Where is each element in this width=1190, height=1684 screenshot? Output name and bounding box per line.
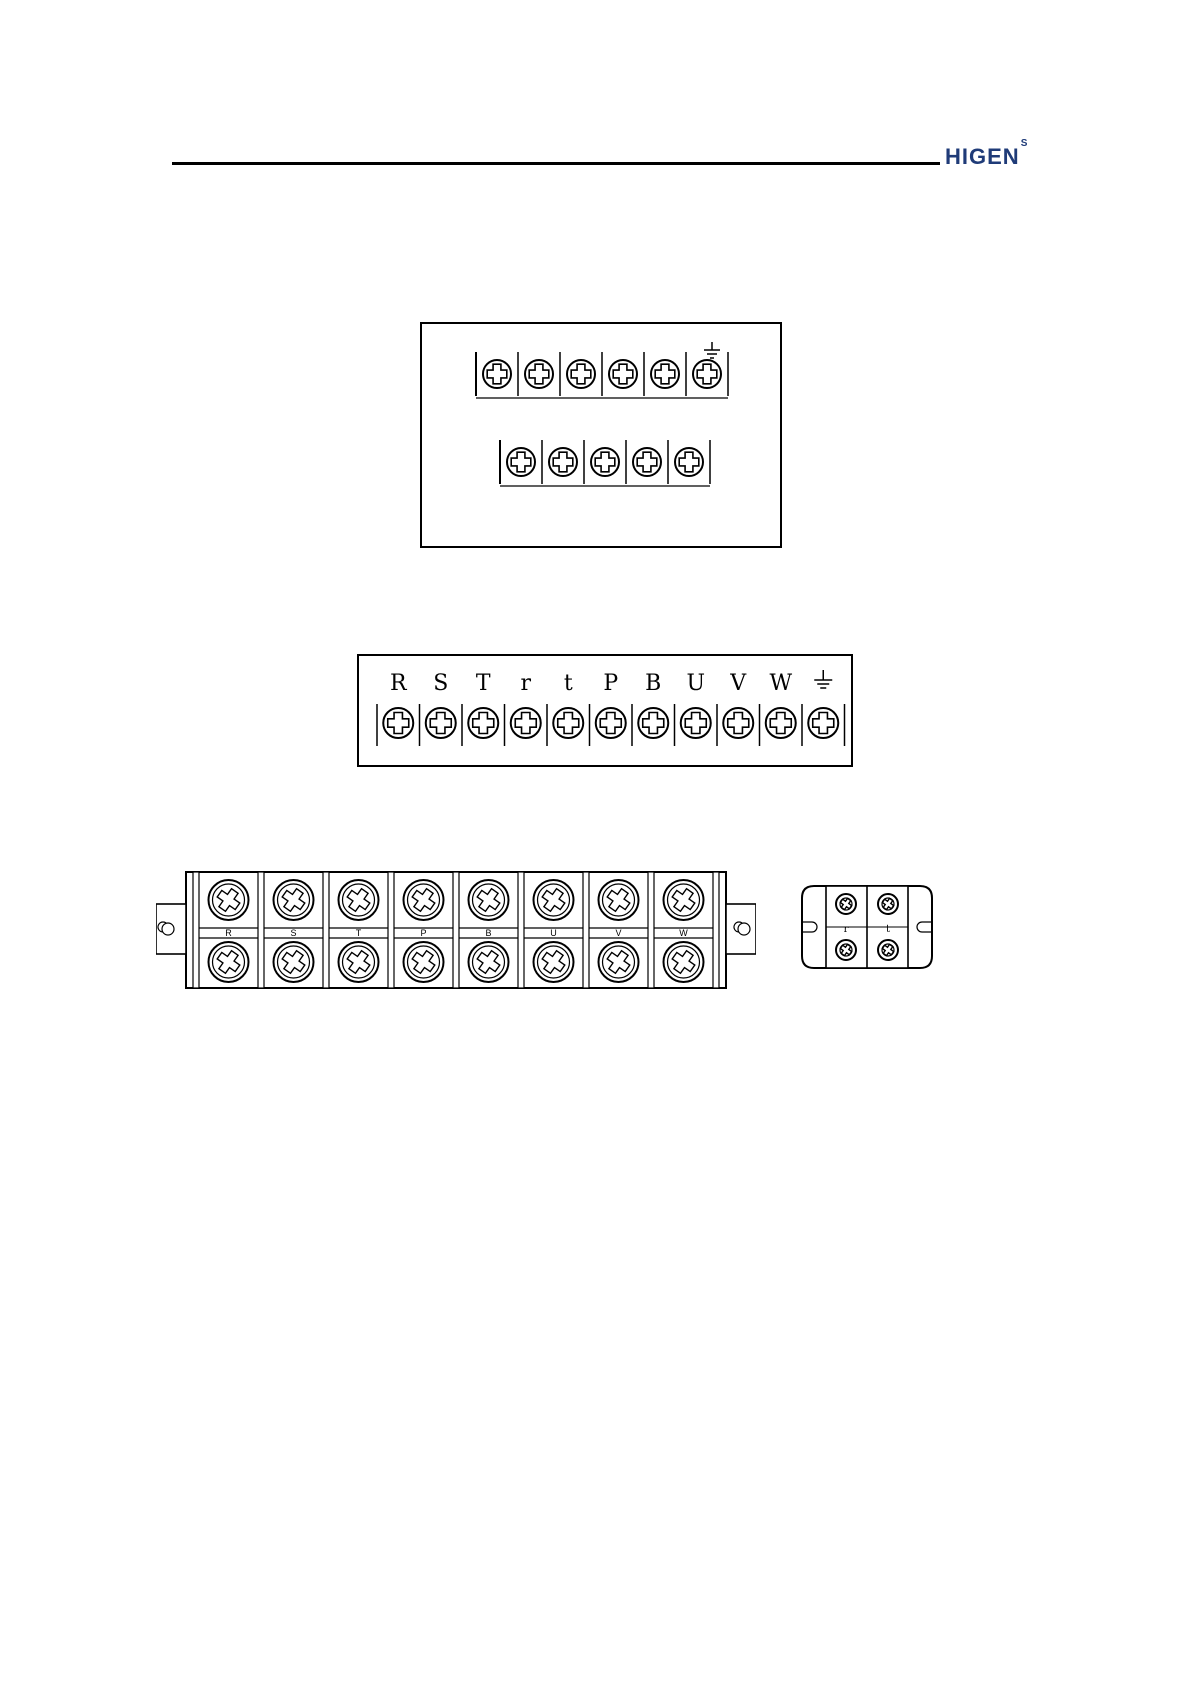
terminal-label: B bbox=[645, 671, 661, 696]
terminal-label: t bbox=[564, 671, 573, 696]
screw-terminal bbox=[766, 708, 796, 738]
header-rule bbox=[172, 162, 940, 165]
terminal-label: B bbox=[485, 928, 491, 938]
barrier-screw-top bbox=[274, 880, 314, 920]
screw-terminal bbox=[511, 708, 541, 738]
brand-logo: HIGENS bbox=[945, 146, 1028, 168]
screw-terminal bbox=[468, 708, 498, 738]
terminal-label: S bbox=[290, 928, 296, 938]
terminal-label: T bbox=[356, 928, 362, 938]
screw-terminal bbox=[681, 708, 711, 738]
control-screw-top bbox=[836, 894, 856, 914]
screw-terminal bbox=[567, 360, 595, 388]
screw-terminal bbox=[383, 708, 413, 738]
barrier-screw-bottom bbox=[599, 942, 639, 982]
barrier-screw-top bbox=[534, 880, 574, 920]
barrier-screw-top bbox=[469, 880, 509, 920]
screw-terminal bbox=[507, 448, 535, 476]
terminal-label: P bbox=[603, 671, 618, 696]
barrier-screw-top bbox=[664, 880, 704, 920]
terminal-label: U bbox=[686, 671, 705, 696]
logo-text: HIGEN bbox=[945, 144, 1020, 169]
control-screw-bottom bbox=[878, 940, 898, 960]
barrier-screw-bottom bbox=[664, 942, 704, 982]
ground-symbol-icon bbox=[704, 342, 720, 358]
screw-terminal bbox=[596, 708, 626, 738]
barrier-screw-top bbox=[599, 880, 639, 920]
screw-terminal bbox=[426, 708, 456, 738]
terminal-label: T bbox=[476, 671, 491, 696]
screw-terminal bbox=[591, 448, 619, 476]
screw-terminal bbox=[693, 360, 721, 388]
barrier-screw-bottom bbox=[274, 942, 314, 982]
barrier-screw-bottom bbox=[469, 942, 509, 982]
screw-terminal bbox=[525, 360, 553, 388]
terminal-label: P bbox=[420, 928, 426, 938]
screw-terminal bbox=[651, 360, 679, 388]
terminal-label: S bbox=[433, 671, 448, 696]
screw-terminal bbox=[675, 448, 703, 476]
screw-terminal bbox=[808, 708, 838, 738]
terminal-label: U bbox=[550, 928, 557, 938]
barrier-screw-bottom bbox=[534, 942, 574, 982]
screw-terminal bbox=[483, 360, 511, 388]
terminal-block-diagram-1 bbox=[420, 322, 782, 548]
barrier-screw-bottom bbox=[339, 942, 379, 982]
control-screw-top bbox=[878, 894, 898, 914]
screw-terminal bbox=[633, 448, 661, 476]
barrier-screw-bottom bbox=[209, 942, 249, 982]
screw-terminal bbox=[609, 360, 637, 388]
terminal-label: R bbox=[225, 928, 232, 938]
barrier-screw-top bbox=[339, 880, 379, 920]
logo-superscript: S bbox=[1021, 138, 1029, 149]
barrier-screw-top bbox=[209, 880, 249, 920]
barrier-screw-bottom bbox=[404, 942, 444, 982]
terminal-label: r bbox=[844, 924, 849, 935]
terminal-label: t bbox=[886, 924, 890, 935]
screw-terminal bbox=[638, 708, 668, 738]
screw-terminal bbox=[549, 448, 577, 476]
barrier-screw-top bbox=[404, 880, 444, 920]
control-screw-bottom bbox=[836, 940, 856, 960]
terminal-label: W bbox=[679, 928, 688, 938]
screw-terminal bbox=[553, 708, 583, 738]
terminal-label: V bbox=[615, 928, 621, 938]
terminal-label: R bbox=[390, 671, 408, 696]
terminal-label: W bbox=[769, 671, 792, 696]
screw-terminal bbox=[723, 708, 753, 738]
terminal-label: V bbox=[729, 671, 747, 696]
terminal-label: r bbox=[520, 671, 531, 696]
ground-symbol-icon bbox=[814, 670, 832, 688]
